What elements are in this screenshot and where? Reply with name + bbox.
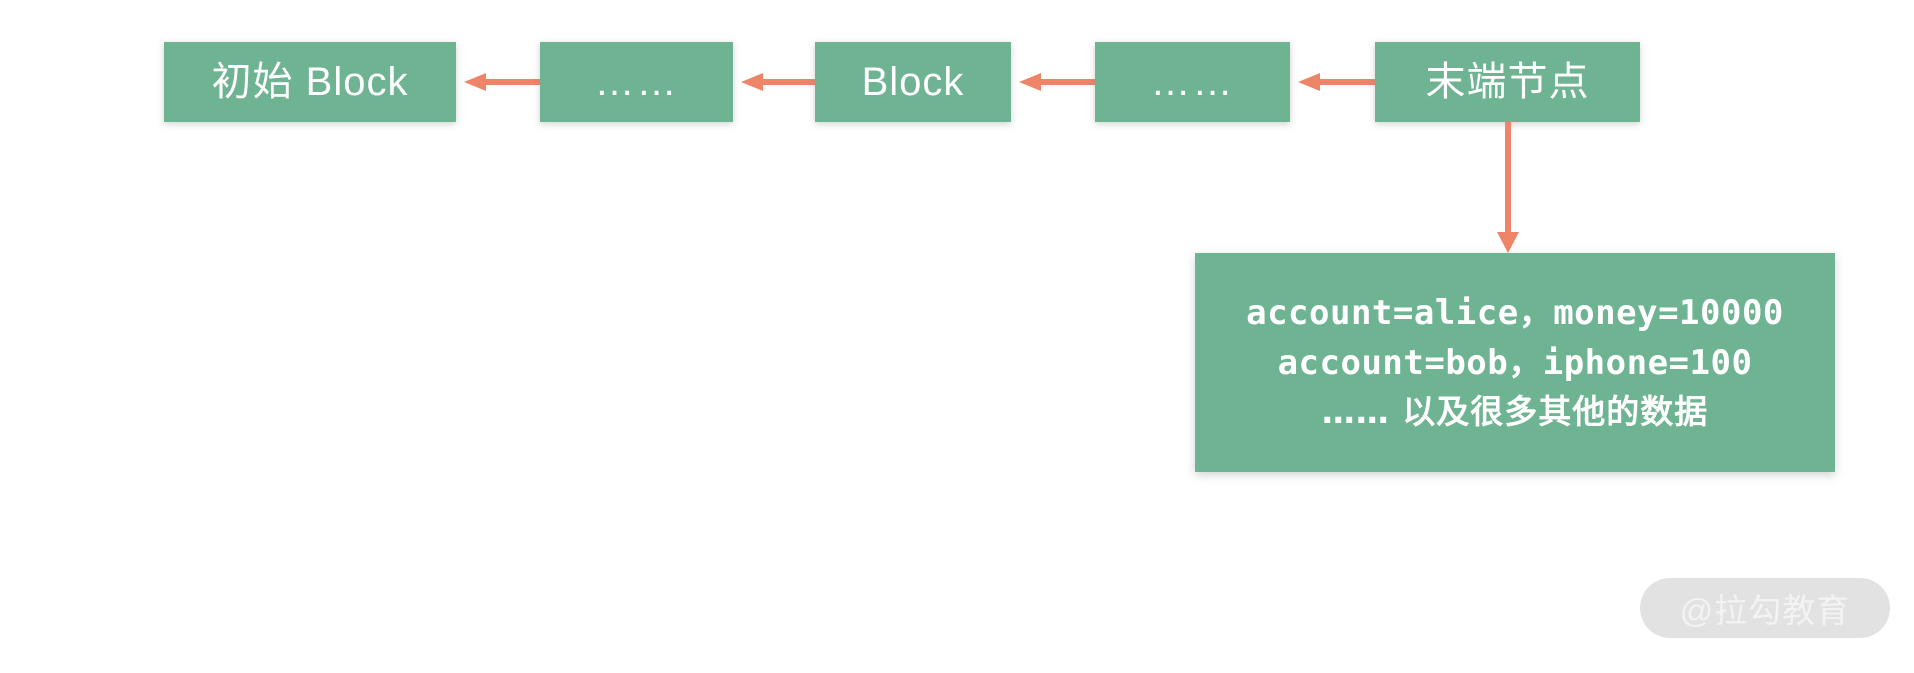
node-block: Block [815, 42, 1011, 122]
node-genesis-block: 初始 Block [164, 42, 456, 122]
arrow-ellipsis-left-to-genesis [462, 72, 540, 92]
watermark-badge: @拉勾教育 [1640, 578, 1890, 638]
arrow-block-to-ellipsis-left [739, 72, 815, 92]
watermark-label: @拉勾教育 [1679, 592, 1851, 629]
node-genesis-block-label: 初始 Block [211, 60, 409, 104]
node-ellipsis-right-label: …… [1150, 60, 1235, 104]
node-terminal-node-label: 末端节点 [1425, 60, 1590, 104]
data-line-others: …… 以及很多其他的数据 [1321, 392, 1709, 432]
arrow-terminal-to-ellipsis-right [1296, 72, 1375, 92]
arrow-ellipsis-right-to-block [1017, 72, 1095, 92]
node-ellipsis-left-label: …… [594, 60, 679, 104]
arrow-terminal-to-data-box [1490, 122, 1526, 255]
node-ellipsis-left: …… [540, 42, 733, 122]
data-line-alice: account=alice，money=10000 [1246, 292, 1784, 333]
terminal-node-data-box: account=alice，money=10000 account=bob，ip… [1195, 253, 1835, 472]
data-line-bob: account=bob，iphone=100 [1277, 343, 1753, 384]
node-terminal-node: 末端节点 [1375, 42, 1640, 122]
node-ellipsis-right: …… [1095, 42, 1290, 122]
node-block-label: Block [861, 60, 965, 104]
